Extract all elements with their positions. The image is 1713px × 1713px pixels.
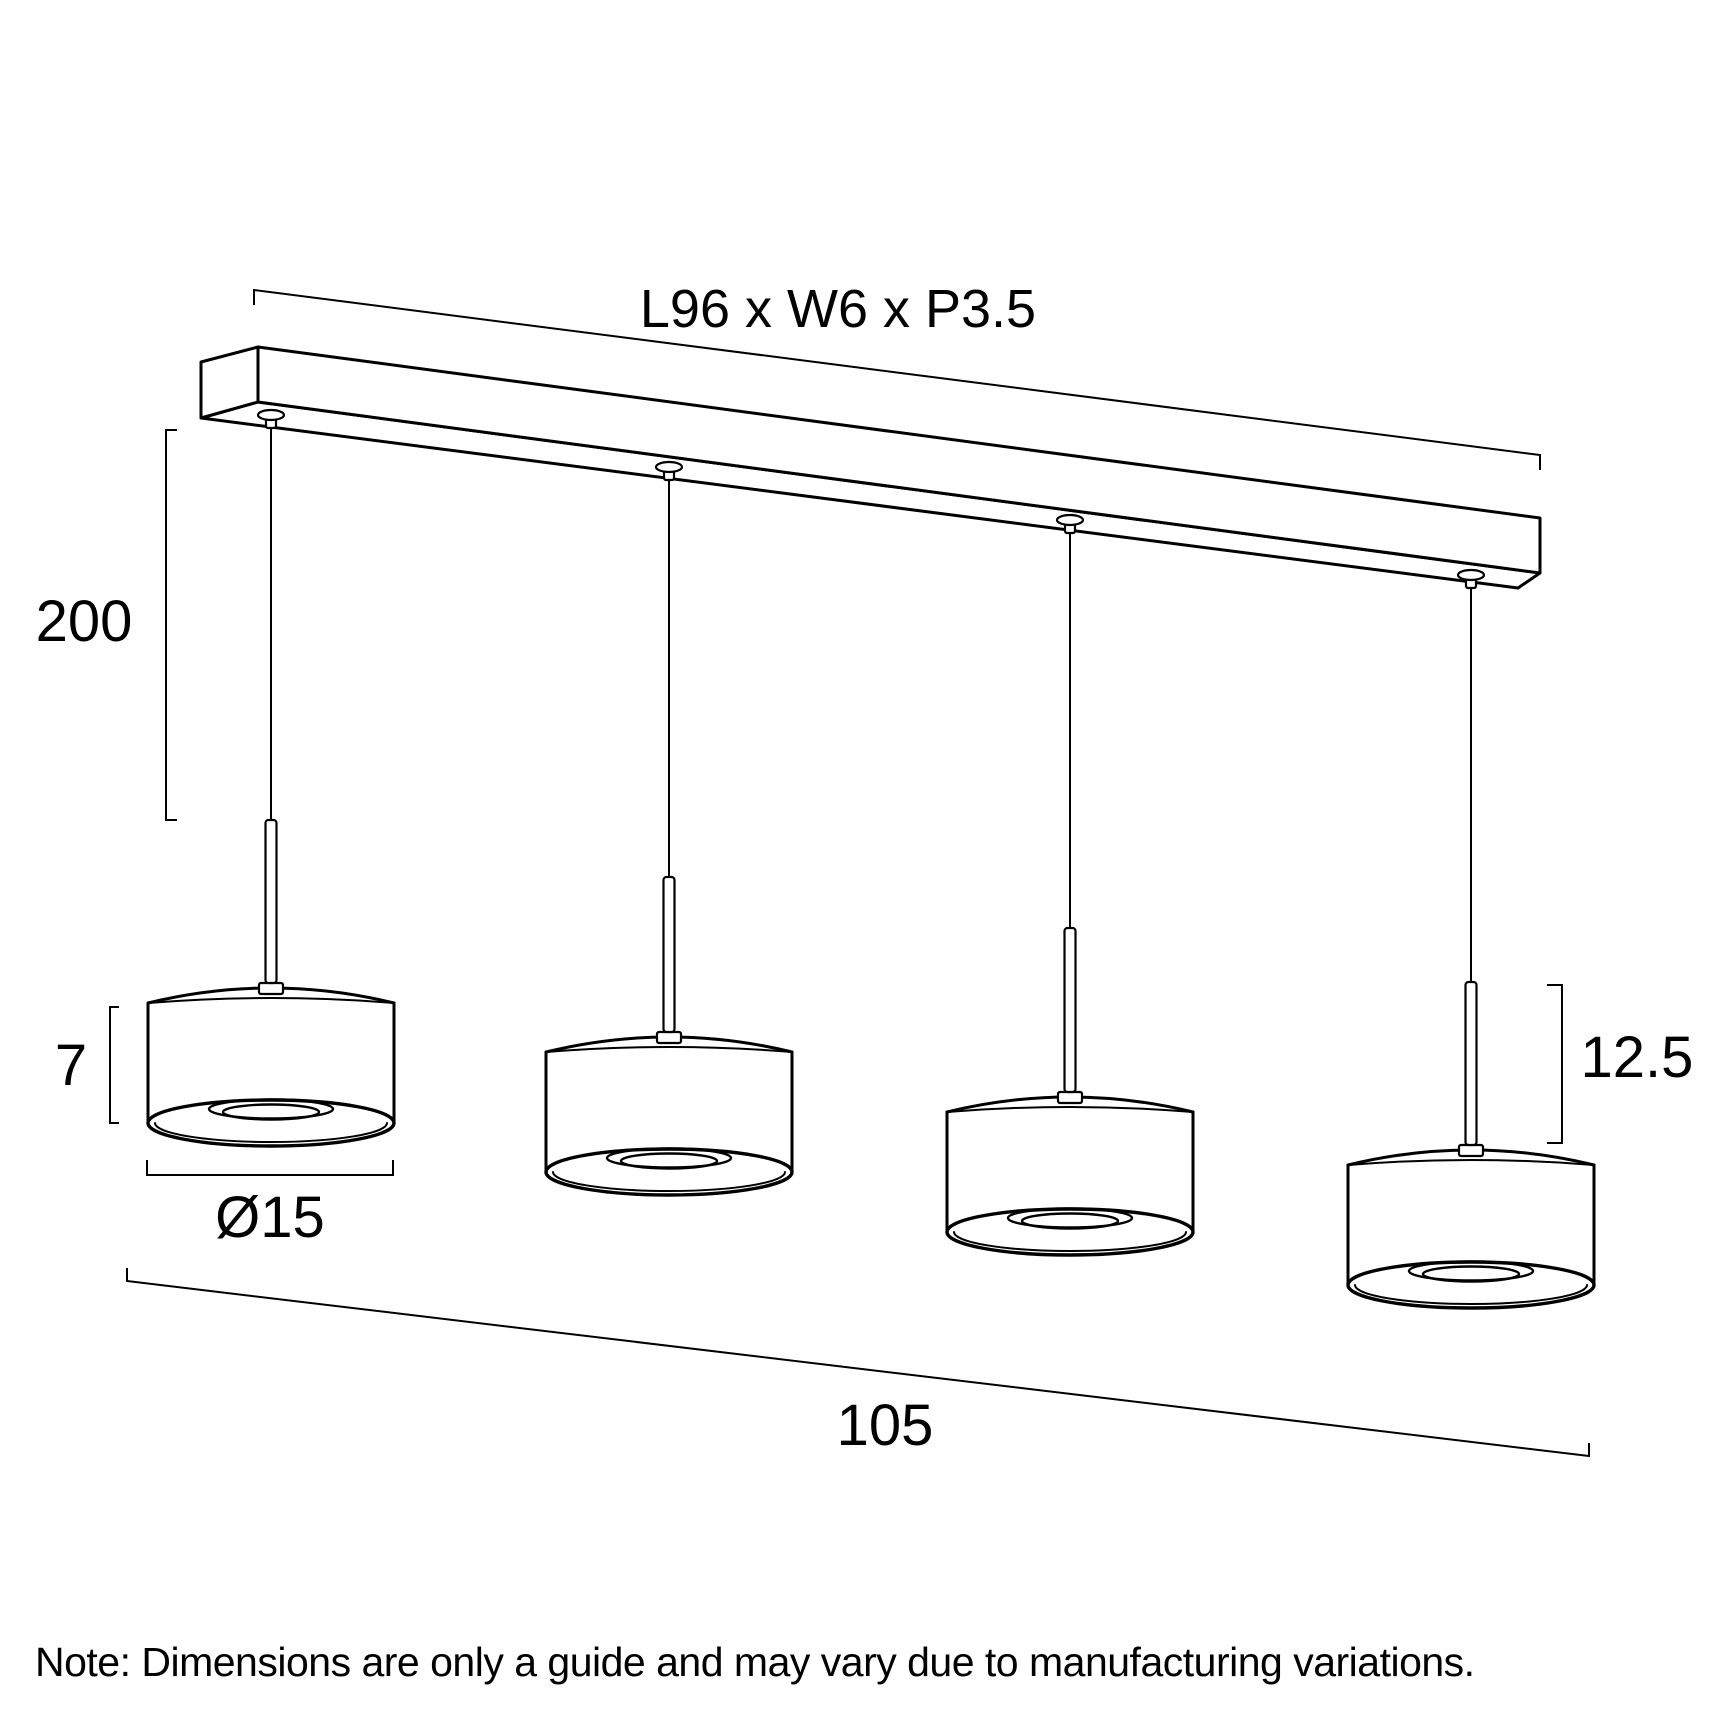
pendant-2 <box>544 479 794 1197</box>
canopy-front-face <box>256 345 1542 575</box>
rod-length-bracket <box>1547 984 1563 1144</box>
shade-diameter-line <box>146 1160 394 1176</box>
pendant-1-shade-bottom-rim-inner <box>154 1122 388 1143</box>
overall-length-dimension: 105 <box>126 1268 1590 1458</box>
pendant-1-collar <box>257 981 285 996</box>
pendant-4 <box>1346 587 1596 1310</box>
overall-length-label: 105 <box>837 1393 934 1458</box>
drop-dimension-bracket <box>165 429 177 821</box>
pendant-4-rod <box>1464 980 1478 1147</box>
canopy-dimension-line <box>253 288 1541 470</box>
pendant-1-shade-bottom-rim <box>146 1098 396 1148</box>
pendant-2-shade-top-rim-inner <box>545 1046 793 1053</box>
shade-diameter-label: Ø15 <box>215 1185 325 1250</box>
rod-length-dimension: 12.5 <box>1547 984 1694 1144</box>
pendant-4-shade-bottom-rim <box>1346 1260 1596 1310</box>
shade-height-bracket <box>109 1006 119 1124</box>
dimensions-note: Note: Dimensions are only a guide and ma… <box>35 1639 1475 1685</box>
canopy-dimension: L96 x W6 x P3.5 <box>253 279 1541 470</box>
pendant-3-rod <box>1063 926 1077 1094</box>
pendant-2-collar <box>655 1030 683 1045</box>
pendant-4-shade-top-rim-inner <box>1347 1159 1595 1166</box>
rod-length-label: 12.5 <box>1581 1025 1694 1090</box>
drop-dimension-label: 200 <box>36 589 133 654</box>
pendant-3-shade-top-rim-inner <box>946 1106 1194 1113</box>
pendant-1-rod <box>264 818 278 985</box>
canopy-dimension-label: L96 x W6 x P3.5 <box>640 279 1036 339</box>
canopy-left-face <box>199 345 260 420</box>
pendant-2-rod <box>662 875 676 1034</box>
screw-4 <box>1456 568 1486 590</box>
shade-height-label: 7 <box>55 1033 87 1098</box>
pendant-1-diffuser-lens <box>221 1103 321 1121</box>
pendant-2-shade-bottom-rim-inner <box>552 1171 786 1192</box>
screw-2 <box>654 460 684 482</box>
overall-length-line <box>126 1268 1590 1458</box>
pendant-2-shade-bottom-rim <box>544 1147 794 1197</box>
pendant-4-diffuser-lens <box>1421 1265 1521 1283</box>
pendant-3-shade-bottom-rim <box>945 1207 1195 1257</box>
pendant-4-shade-bottom-rim-inner <box>1354 1284 1588 1305</box>
pendant-1-shade-top-rim-inner <box>147 997 395 1004</box>
pendant-2-diffuser-lens <box>619 1152 719 1170</box>
shade-height-dimension: 7 <box>55 1006 119 1124</box>
pendant-3-collar <box>1056 1090 1084 1105</box>
pendant-3 <box>945 532 1195 1257</box>
screw-1 <box>256 408 286 430</box>
pendant-3-shade-bottom-rim-inner <box>953 1231 1187 1252</box>
shade-diameter-dimension: Ø15 <box>146 1160 394 1250</box>
pendant-1 <box>146 427 396 1148</box>
drop-dimension: 200 <box>36 429 177 821</box>
ceiling-canopy <box>199 345 1542 590</box>
pendant-4-collar <box>1457 1143 1485 1158</box>
pendant-3-diffuser-lens <box>1020 1212 1120 1230</box>
canopy-screws <box>256 408 1486 590</box>
screw-3 <box>1055 513 1085 535</box>
